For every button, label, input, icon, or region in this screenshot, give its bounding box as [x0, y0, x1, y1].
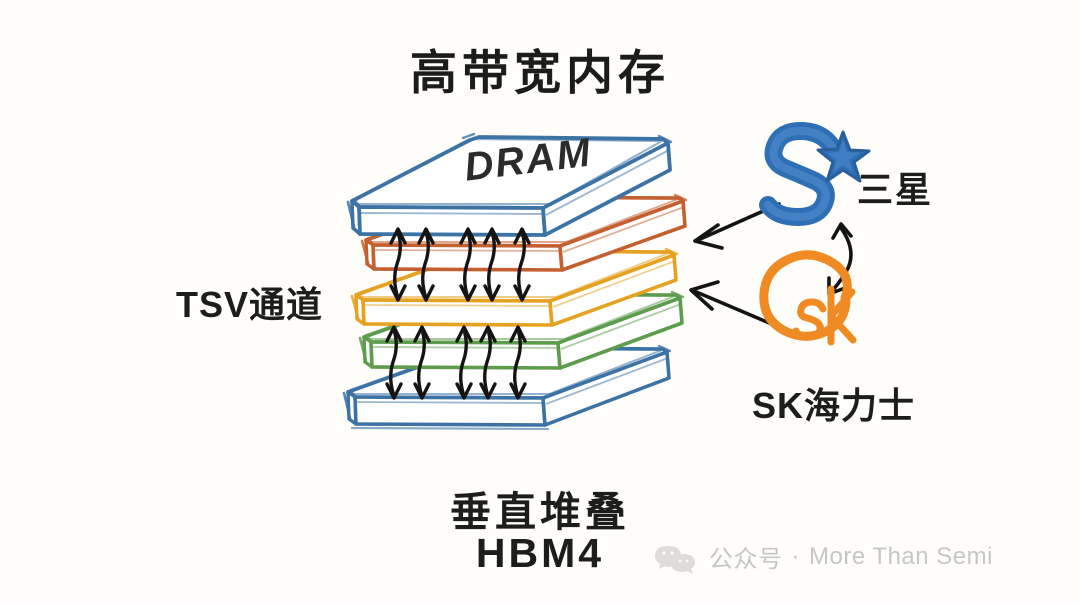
die-layer-gold — [350, 247, 679, 327]
die-layer-dram-top — [346, 132, 673, 237]
samsung-s-star-icon — [759, 121, 871, 226]
page-title: 高带宽内存 — [410, 46, 670, 99]
tsv-channel-label: TSV通道 — [176, 284, 324, 325]
sk-hynix-circle-icon — [759, 250, 857, 346]
vertical-stacking-label: 垂直堆叠 — [450, 489, 630, 535]
watermark-account-name: More Than Semi — [809, 542, 993, 570]
watermark-account-type: 公众号 — [709, 546, 783, 573]
hbm4-label: HBM4 — [475, 530, 605, 576]
samsung-label: 三星 — [857, 169, 934, 210]
wechat-watermark: 公众号 · More Than Semi — [648, 539, 993, 574]
pointer-arrow-hynix — [689, 280, 776, 327]
wechat-icon — [655, 546, 695, 574]
tsv-arrows — [385, 227, 531, 400]
sk-hynix-label: SK海力士 — [752, 385, 916, 426]
watermark-separator: · — [791, 542, 800, 570]
